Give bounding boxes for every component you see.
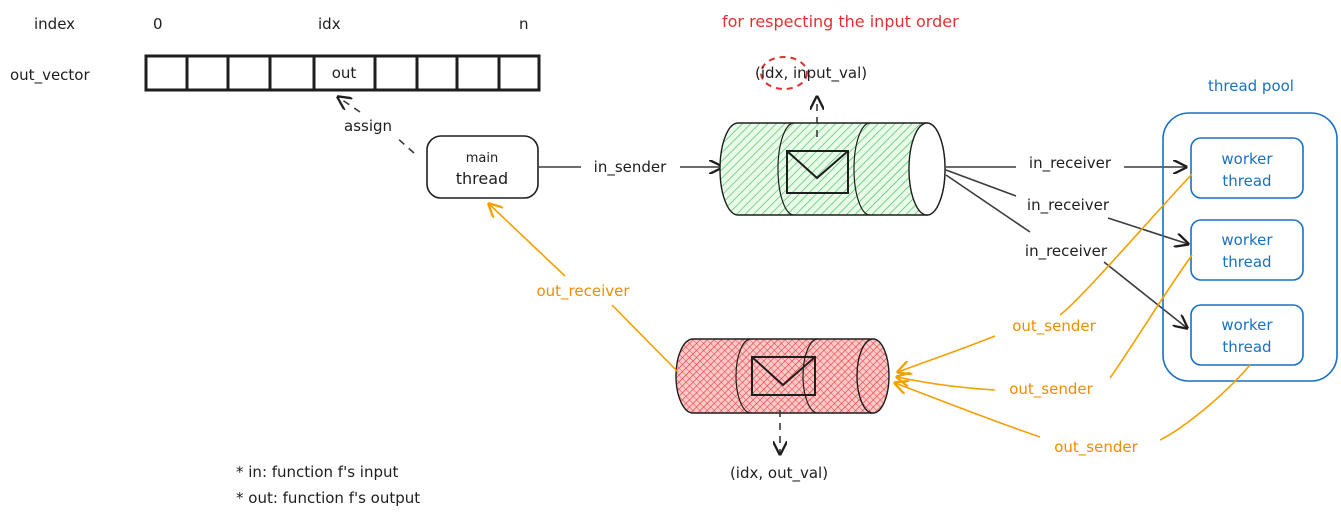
main-thread-line2: thread	[456, 169, 508, 188]
main-thread: main thread	[426, 135, 539, 199]
idx-highlight-circle	[760, 56, 808, 90]
out-sender-line	[895, 383, 1041, 438]
output-channel-segment	[802, 338, 819, 414]
output-tuple: (idx, out_val)	[730, 464, 828, 483]
out-sender-label-1: out_sender	[1012, 317, 1096, 336]
in-receiver-line	[1103, 261, 1187, 328]
out-receiver-line	[611, 304, 679, 373]
out-sender-line	[1159, 364, 1251, 441]
vector-cell	[185, 54, 230, 92]
assign-label: assign	[344, 117, 392, 135]
vector-cells	[144, 54, 541, 92]
main-thread-box	[426, 135, 539, 199]
worker-thread-line1: worker	[1221, 231, 1273, 249]
index-tick-idx: idx	[318, 15, 341, 33]
worker-thread: worker thread	[1190, 219, 1304, 281]
output-channel-body	[675, 338, 889, 414]
input-tuple-idx: idx	[761, 64, 784, 82]
output-channel-segment	[735, 338, 752, 414]
input-order-note: for respecting the input order	[722, 12, 959, 31]
worker-thread-line2: thread	[1222, 172, 1271, 190]
out-vector: index 0 idx n out_vector out	[10, 15, 541, 92]
in-receiver-line	[945, 174, 1031, 233]
out-sender-label-2: out_sender	[1009, 380, 1093, 399]
in-receiver-label-3: in_receiver	[1025, 242, 1108, 261]
thread-pool-box	[1162, 112, 1338, 382]
vector-cell	[455, 54, 501, 92]
worker-thread-line1: worker	[1221, 316, 1273, 334]
vector-cell	[226, 54, 272, 92]
input-tuple-open: (	[755, 64, 761, 82]
input-envelope-icon	[786, 150, 849, 194]
worker-thread-box	[1190, 219, 1304, 281]
legend-out: * out: function f's output	[236, 489, 420, 507]
out-sender-line	[1059, 173, 1193, 316]
vector-cell	[497, 54, 541, 92]
index-label: index	[34, 15, 75, 33]
out-vector-label: out_vector	[10, 66, 90, 85]
vector-cell	[144, 54, 189, 92]
index-tick-end: n	[519, 15, 529, 33]
in-receiver-line	[945, 169, 1017, 197]
in-receiver-label-2: in_receiver	[1027, 196, 1110, 215]
worker-thread-box	[1190, 304, 1304, 366]
assign-arrow: assign	[338, 97, 415, 154]
thread-pool-title: thread pool	[1208, 77, 1294, 95]
out-sender-line	[898, 335, 996, 372]
worker-thread: worker thread	[1190, 304, 1304, 366]
input-tuple: (idx, input_val)	[755, 64, 867, 83]
in-sender-label: in_sender	[594, 158, 667, 177]
index-tick-start: 0	[153, 15, 163, 33]
out-receiver-label: out_receiver	[536, 282, 630, 301]
input-channel-end	[908, 122, 946, 216]
worker-thread: worker thread	[1190, 137, 1304, 199]
main-thread-line1: main	[466, 151, 498, 166]
in-receiver-label-1: in_receiver	[1029, 154, 1112, 173]
legend-in: * in: function f's input	[236, 463, 398, 481]
out-sender-line	[897, 377, 996, 391]
vector-cell	[415, 54, 459, 92]
out-sender-arrows: out_sender out_sender out_sender	[895, 173, 1251, 457]
input-tuple-rest: , input_val)	[783, 64, 867, 83]
out-receiver-line	[489, 204, 566, 277]
out-cell-label: out	[332, 64, 357, 82]
legend: * in: function f's input * out: function…	[236, 463, 420, 507]
in-sender-arrow: in_sender	[539, 158, 722, 177]
thread-pool: thread pool worker thread worker thread …	[1162, 77, 1338, 382]
out-sender-line	[1109, 254, 1193, 379]
worker-thread-line2: thread	[1222, 338, 1271, 356]
output-channel: (idx, out_val)	[675, 338, 890, 483]
input-channel-segment	[853, 122, 871, 216]
worker-thread-line2: thread	[1222, 253, 1271, 271]
output-channel-end	[856, 338, 890, 414]
vector-cell	[268, 54, 316, 92]
vector-cell	[373, 54, 419, 92]
input-channel	[719, 97, 946, 216]
out-sender-label-3: out_sender	[1054, 438, 1138, 457]
assign-arrow-head	[338, 97, 361, 113]
worker-thread-line1: worker	[1221, 150, 1273, 168]
in-receiver-line	[1107, 217, 1188, 244]
in-receiver-arrows: in_receiver in_receiver in_receiver	[945, 154, 1188, 328]
worker-thread-box	[1190, 137, 1304, 199]
input-channel-segment	[777, 122, 795, 216]
assign-arrow-dash	[395, 136, 415, 154]
output-envelope-icon	[751, 356, 816, 396]
out-receiver-arrow: out_receiver	[489, 204, 679, 373]
